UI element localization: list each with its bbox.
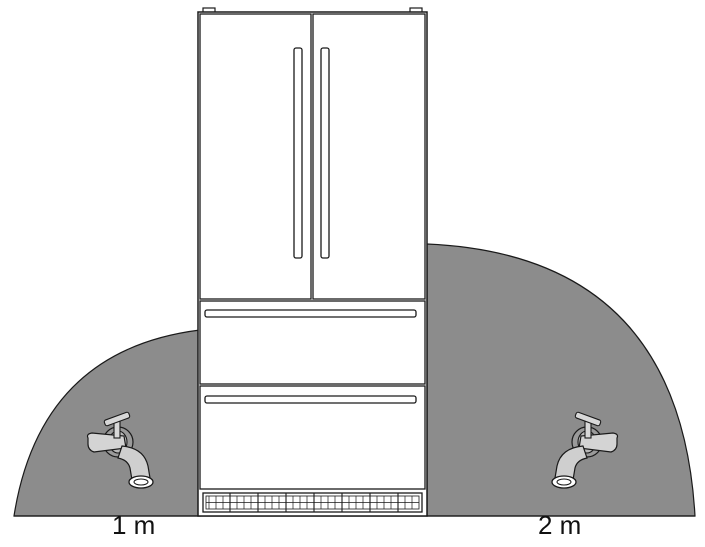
left-distance-label: 1 m — [112, 510, 156, 540]
left-water-tap-icon — [86, 411, 154, 489]
left-door-handle — [293, 47, 303, 259]
right-distance-label: 2 m — [538, 510, 582, 540]
upper-drawer-handle — [204, 309, 417, 318]
left-door — [199, 13, 312, 300]
lower-drawer-handle — [204, 395, 417, 404]
right-door-handle — [320, 47, 330, 259]
ventilation-grille — [202, 492, 423, 513]
right-connection-zone — [426, 243, 696, 517]
right-water-tap-icon — [551, 411, 619, 489]
refrigerator — [197, 7, 428, 517]
right-door — [312, 13, 426, 300]
